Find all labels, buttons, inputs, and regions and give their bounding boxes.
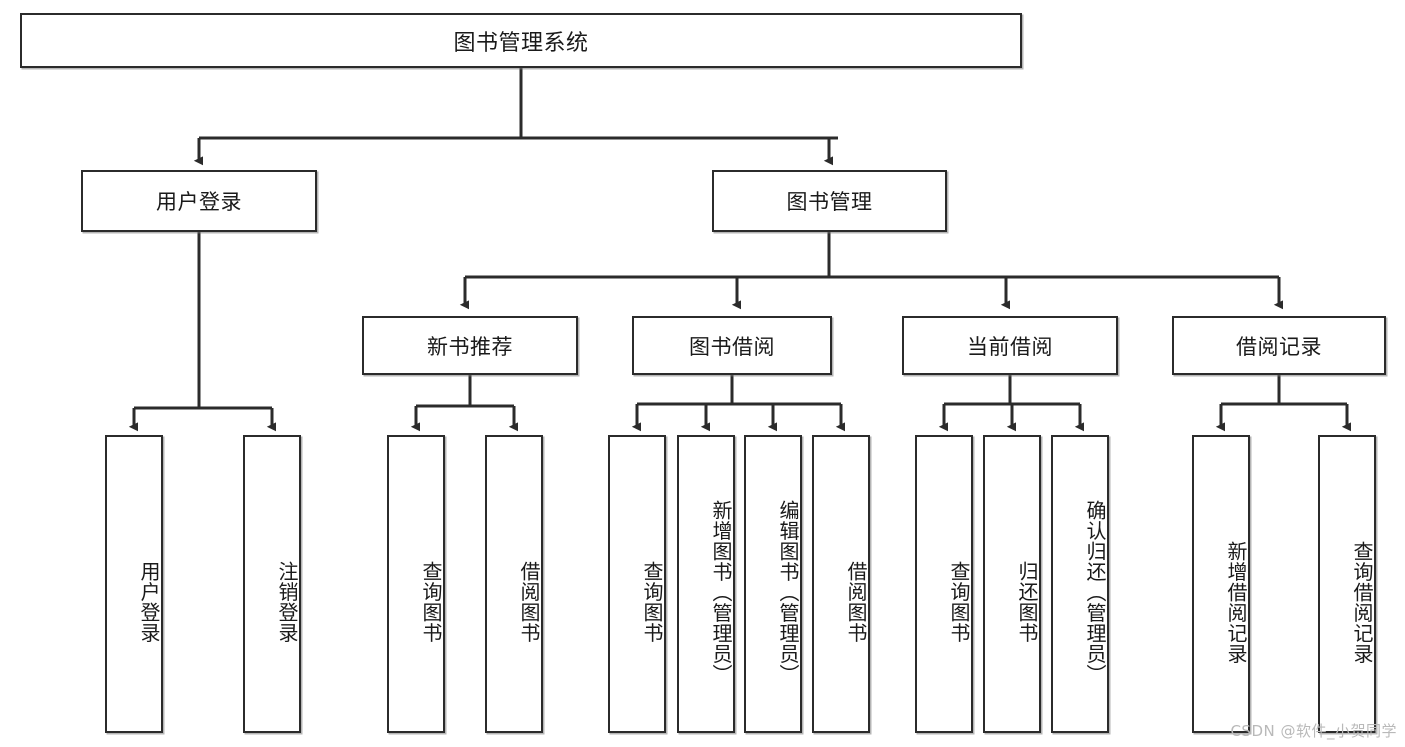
node-leaf-add-book-label: 新增图书（管理员） (709, 499, 733, 685)
node-current-borrow-label: 当前借阅 (967, 334, 1053, 359)
node-leaf-user-login-label: 用户登录 (137, 561, 161, 643)
node-leaf-logout-label: 注销登录 (275, 561, 299, 643)
node-leaf-add-borrow-record[interactable]: 新增借阅记录 (1192, 435, 1250, 733)
node-book-manage-label: 图书管理 (786, 190, 873, 214)
node-leaf-borrow-book-2[interactable]: 借阅图书 (812, 435, 870, 733)
node-leaf-edit-book-label: 编辑图书（管理员） (776, 499, 800, 685)
node-leaf-query-book-3[interactable]: 查询图书 (915, 435, 973, 733)
node-leaf-user-login[interactable]: 用户登录 (105, 435, 163, 733)
node-leaf-query-book-1-label: 查询图书 (419, 561, 443, 643)
node-leaf-return-book[interactable]: 归还图书 (983, 435, 1041, 733)
node-leaf-confirm-return[interactable]: 确认归还（管理员） (1051, 435, 1109, 733)
node-book-manage[interactable]: 图书管理 (712, 170, 947, 232)
node-leaf-add-book[interactable]: 新增图书（管理员） (677, 435, 735, 733)
node-leaf-query-borrow-record-label: 查询借阅记录 (1350, 540, 1374, 664)
node-book-borrow[interactable]: 图书借阅 (632, 316, 832, 375)
node-leaf-return-book-label: 归还图书 (1015, 561, 1039, 643)
node-leaf-borrow-book-1-label: 借阅图书 (517, 561, 541, 643)
node-borrow-record[interactable]: 借阅记录 (1172, 316, 1386, 375)
node-leaf-query-book-2[interactable]: 查询图书 (608, 435, 666, 733)
node-current-borrow[interactable]: 当前借阅 (902, 316, 1118, 375)
node-leaf-confirm-return-label: 确认归还（管理员） (1083, 499, 1107, 685)
node-leaf-logout[interactable]: 注销登录 (243, 435, 301, 733)
csdn-watermark: CSDN @软件_小贺同学 (1230, 722, 1397, 740)
node-book-borrow-label: 图书借阅 (689, 334, 775, 359)
node-user-login[interactable]: 用户登录 (81, 170, 317, 232)
node-leaf-query-borrow-record[interactable]: 查询借阅记录 (1318, 435, 1376, 733)
node-borrow-record-label: 借阅记录 (1236, 334, 1322, 359)
node-new-book-recommend-label: 新书推荐 (427, 334, 513, 359)
node-root-label: 图书管理系统 (453, 30, 589, 56)
node-leaf-query-book-3-label: 查询图书 (947, 561, 971, 643)
node-root[interactable]: 图书管理系统 (20, 13, 1022, 68)
node-user-login-label: 用户登录 (156, 190, 242, 214)
node-leaf-add-borrow-record-label: 新增借阅记录 (1224, 540, 1248, 664)
node-leaf-borrow-book-1[interactable]: 借阅图书 (485, 435, 543, 733)
node-leaf-query-book-2-label: 查询图书 (640, 561, 664, 643)
node-leaf-edit-book[interactable]: 编辑图书（管理员） (744, 435, 802, 733)
node-leaf-query-book-1[interactable]: 查询图书 (387, 435, 445, 733)
node-new-book-recommend[interactable]: 新书推荐 (362, 316, 578, 375)
node-leaf-borrow-book-2-label: 借阅图书 (844, 561, 868, 643)
